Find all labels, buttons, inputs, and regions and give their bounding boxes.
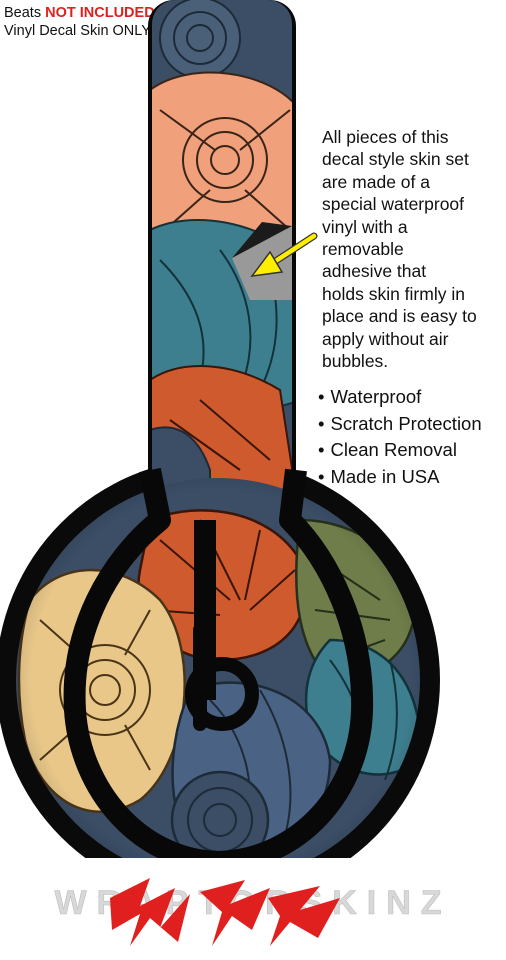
description-line: All pieces of this (322, 127, 449, 147)
logo-brush-strokes (110, 878, 340, 946)
description-line: decal style skin set (322, 149, 469, 170)
description-line: special waterproof (322, 194, 465, 215)
description-line: bubbles. (322, 351, 389, 372)
notice-line-1: Beats NOT INCLUDED (4, 4, 155, 22)
not-included-label: NOT INCLUDED (45, 5, 155, 21)
feature-made-in-usa: Made in USA (318, 464, 482, 491)
brand-logo: WRAPTORSKINZ (0, 858, 506, 960)
feature-waterproof: Waterproof (318, 384, 482, 411)
notice-prefix: Beats (4, 5, 46, 21)
yellow-arrow (250, 232, 318, 277)
description-line: place and is easy to (322, 306, 477, 327)
description-line: holds skin firmly in (322, 283, 465, 304)
feature-list: Waterproof Scratch Protection Clean Remo… (318, 384, 482, 491)
skin-description: All pieces of this decal style skin set … (322, 126, 502, 372)
notice-line-2: Vinyl Decal Skin ONLY (4, 23, 151, 39)
product-notice: Beats NOT INCLUDED Vinyl Decal Skin ONLY (4, 4, 155, 40)
description-line: adhesive that (322, 261, 427, 282)
description-line: are made of a (322, 171, 430, 192)
feature-scratch-protection: Scratch Protection (318, 411, 481, 438)
description-line: removable (322, 239, 404, 260)
description-line: apply without air (322, 328, 449, 349)
feature-clean-removal: Clean Removal (318, 437, 482, 464)
beats-logo (185, 623, 259, 731)
description-line: vinyl with a (322, 216, 408, 237)
